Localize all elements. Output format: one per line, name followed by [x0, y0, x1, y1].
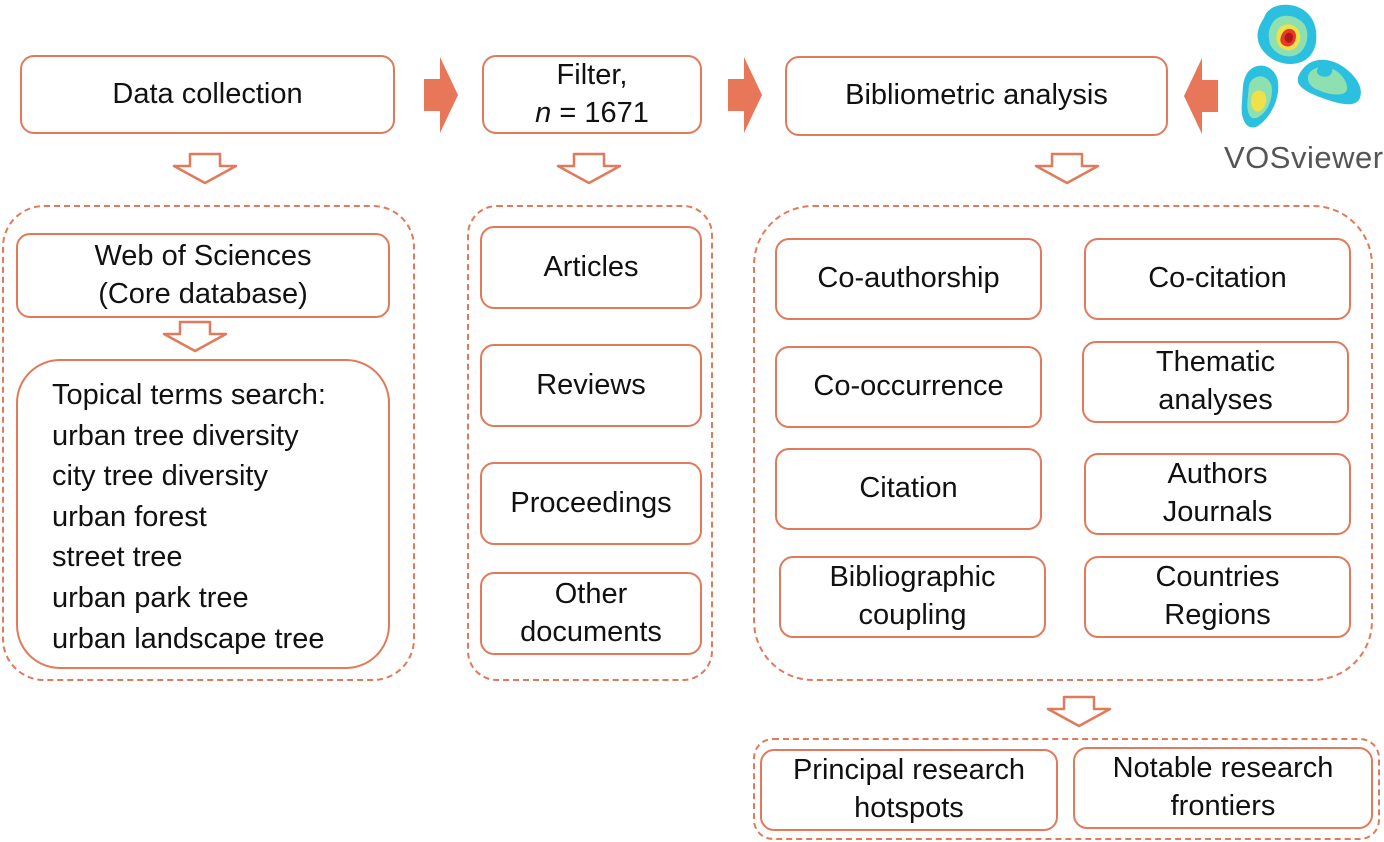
bibliometric-analysis-box: Bibliometric analysis: [785, 56, 1168, 136]
filter-count-value: = 1671: [551, 96, 649, 129]
topical-terms-list: Topical terms search: urban tree diversi…: [52, 375, 326, 659]
document-type-label: Other documents: [520, 577, 662, 648]
analysis-type-box: Co-citation: [1084, 238, 1351, 320]
data-collection-box: Data collection: [20, 55, 395, 134]
analysis-type-box: Countries Regions: [1084, 556, 1351, 638]
filter-n-symbol: n: [535, 96, 552, 129]
analysis-type-label: Co-occurrence: [813, 370, 1004, 403]
outcomes-group: [753, 738, 1380, 840]
down-arrow-icon: [1034, 152, 1100, 185]
vosviewer-label: VOSviewer: [1224, 140, 1384, 175]
document-type-label: Reviews: [536, 368, 646, 401]
down-arrow-icon: [172, 152, 238, 185]
analysis-type-box: Bibliographic coupling: [779, 556, 1046, 638]
down-arrow-icon: [162, 320, 228, 353]
web-of-sciences-label: Web of Sciences (Core database): [94, 239, 312, 310]
research-frontiers-box: Notable research frontiers: [1073, 747, 1373, 829]
research-hotspots-label: Principal research hotspots: [792, 754, 1026, 824]
search-term: urban park tree: [52, 581, 249, 614]
filter-label: Filter,: [556, 58, 628, 91]
analysis-type-box: Authors Journals: [1084, 453, 1351, 535]
analysis-type-label: Thematic analyses: [1155, 346, 1276, 416]
analysis-type-box: Thematic analyses: [1082, 341, 1349, 423]
web-of-sciences-box: Web of Sciences (Core database): [16, 233, 390, 318]
analysis-type-label: Authors Journals: [1162, 458, 1273, 528]
bibliometric-analysis-label: Bibliometric analysis: [845, 79, 1108, 112]
document-type-label: Articles: [543, 250, 639, 283]
filter-box: Filter, n = 1671: [482, 55, 702, 134]
down-arrow-icon: [556, 152, 622, 185]
down-arrow-icon: [1046, 695, 1112, 728]
right-arrow-icon: [728, 57, 762, 133]
search-term: urban landscape tree: [52, 622, 325, 655]
analysis-type-box: Co-occurrence: [775, 346, 1042, 428]
search-term: city tree diversity: [52, 460, 268, 493]
document-type-label: Proceedings: [510, 486, 672, 519]
search-term: street tree: [52, 541, 183, 574]
topical-terms-box: Topical terms search: urban tree diversi…: [16, 359, 390, 669]
analysis-type-box: Co-authorship: [775, 238, 1042, 320]
document-type-box: Articles: [480, 226, 702, 309]
analysis-type-label: Countries Regions: [1155, 561, 1280, 631]
documents-group: [467, 205, 713, 681]
analyses-group: [753, 205, 1373, 681]
research-frontiers-label: Notable research frontiers: [1112, 752, 1334, 822]
analysis-type-label: Citation: [859, 472, 958, 505]
left-arrow-icon: [1184, 58, 1218, 134]
analysis-type-box: Citation: [775, 448, 1042, 530]
analysis-type-label: Co-authorship: [817, 262, 1000, 295]
document-type-box: Reviews: [480, 344, 702, 427]
research-hotspots-box: Principal research hotspots: [760, 749, 1058, 831]
collection-group: [2, 205, 415, 681]
data-collection-label: Data collection: [112, 77, 303, 110]
search-term: urban forest: [52, 500, 207, 533]
topical-terms-title: Topical terms search:: [52, 379, 326, 411]
vosviewer-logo-icon: [1241, 4, 1361, 128]
filter-count: n = 1671: [535, 95, 649, 133]
document-type-box: Proceedings: [480, 462, 702, 545]
analysis-type-label: Co-citation: [1148, 262, 1287, 295]
analysis-type-label: Bibliographic coupling: [829, 561, 996, 631]
right-arrow-icon: [424, 57, 458, 133]
document-type-box: Other documents: [480, 572, 702, 655]
search-term: urban tree diversity: [52, 419, 299, 452]
